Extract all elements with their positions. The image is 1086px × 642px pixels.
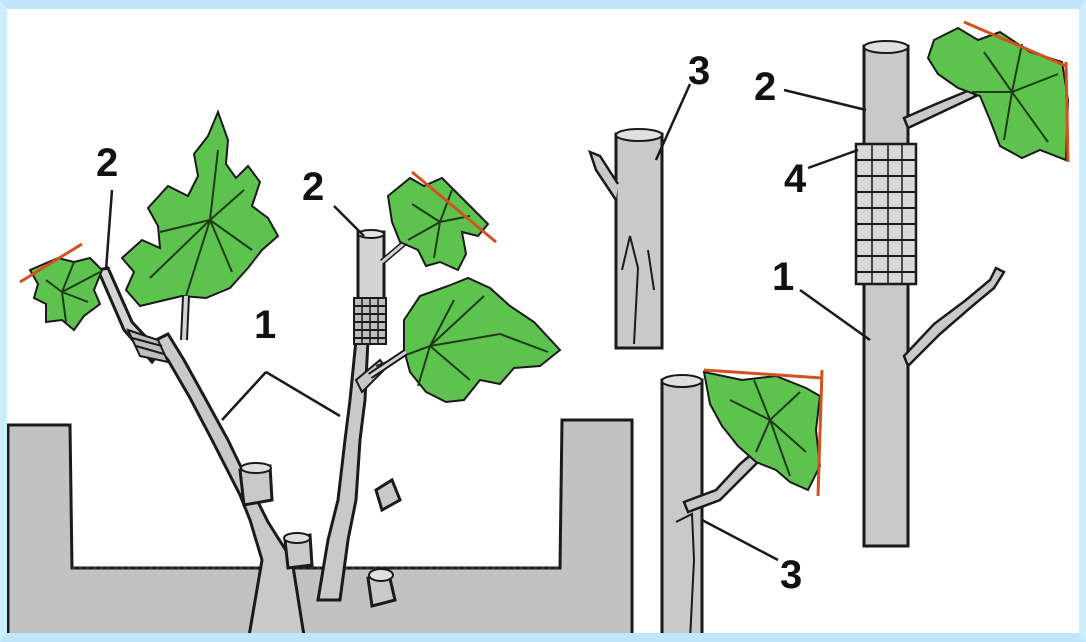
leaf-left-small (20, 244, 102, 330)
leaf-right (928, 22, 1068, 162)
graft-wrap-left (128, 330, 168, 362)
graft-wrap-right-stem (856, 144, 916, 284)
leaf-left-scion-b-bottom (370, 278, 560, 402)
label-mid-bottom: 3 (780, 553, 802, 597)
leaf-mid-bottom (704, 370, 822, 496)
label-right-wrap: 4 (784, 157, 807, 201)
right-stem (856, 41, 1004, 546)
label-left-stock: 1 (254, 303, 276, 347)
label-right-stock: 1 (772, 255, 794, 299)
label-mid-top: 3 (688, 49, 710, 93)
left-scion-b (354, 230, 408, 344)
graft-wrap-right (354, 298, 386, 344)
leader-mid-bottom (702, 520, 778, 560)
mid-top-stem (590, 84, 690, 348)
label-left-scion-a: 2 (96, 141, 118, 185)
label-left-scion-b: 2 (302, 165, 324, 209)
soil-trench (8, 420, 632, 642)
leaf-left-scion-b-top (388, 172, 496, 270)
label-right-scion: 2 (754, 65, 776, 109)
